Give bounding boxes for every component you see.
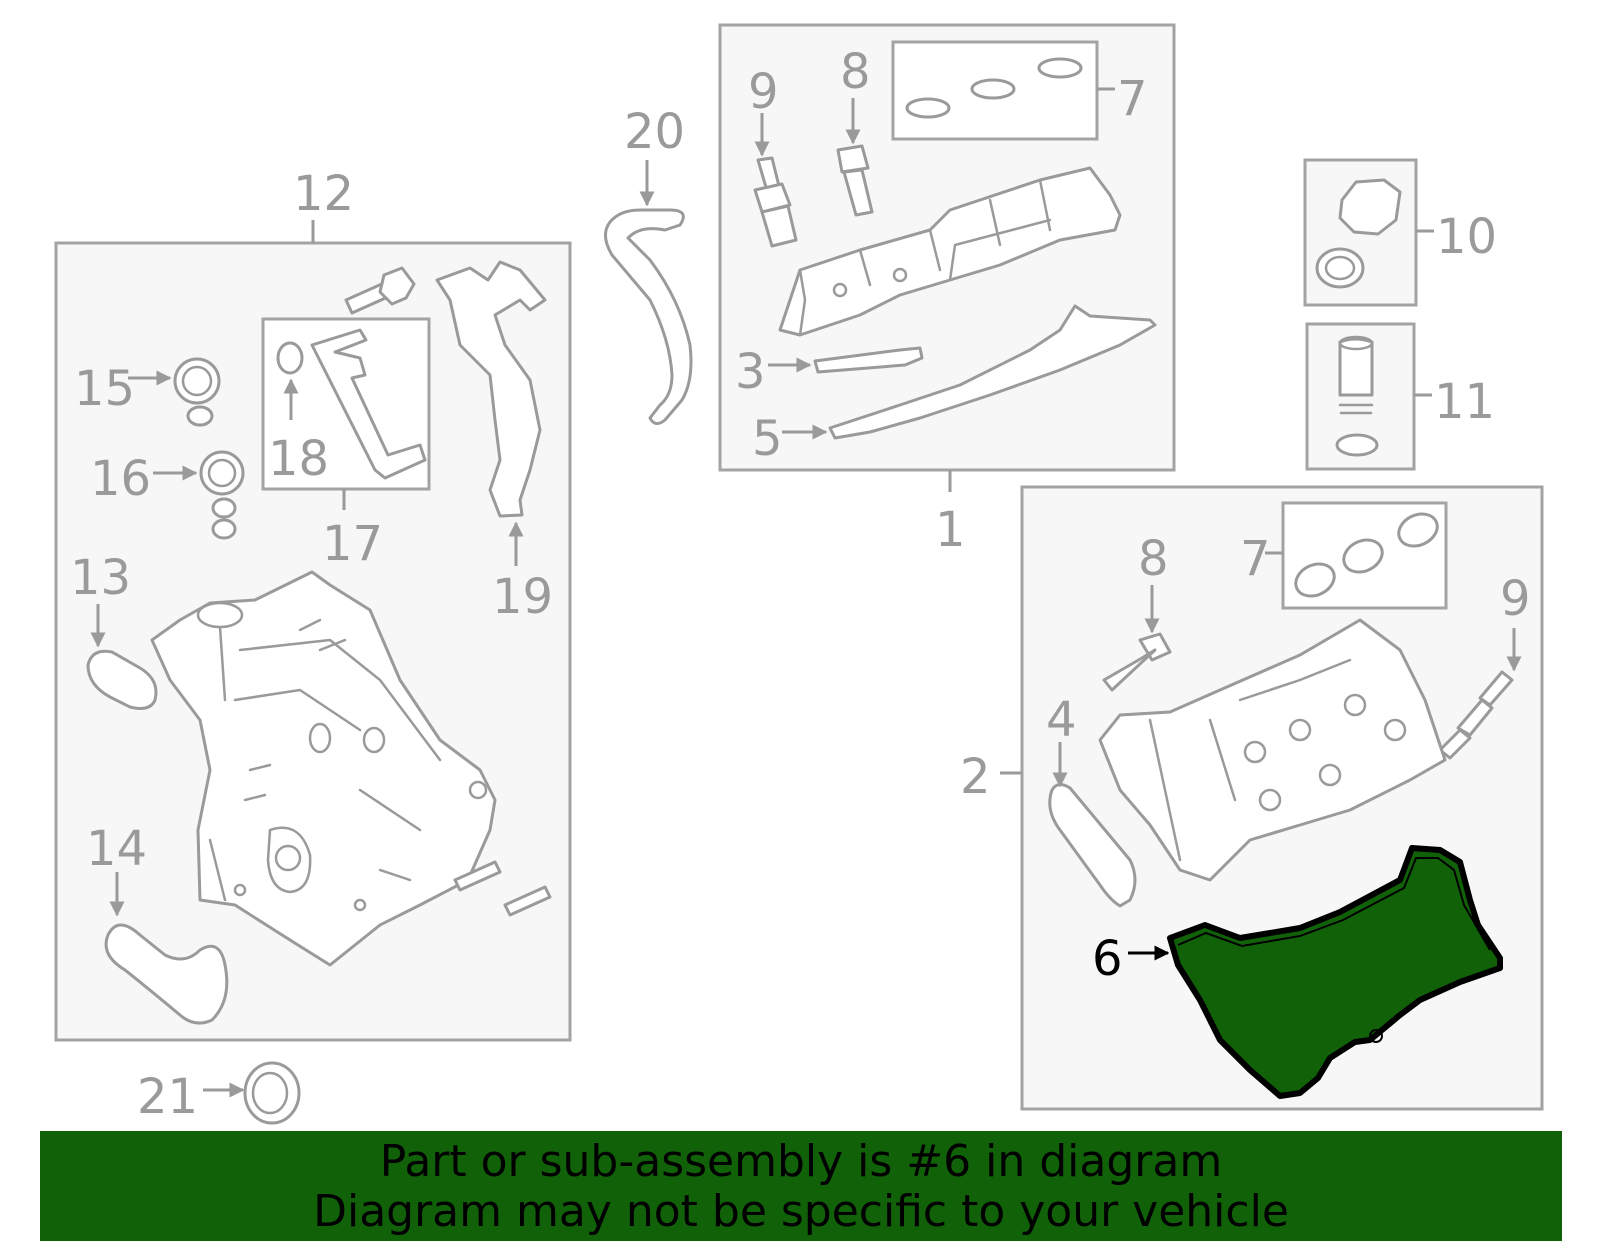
part-9-right xyxy=(1438,670,1514,760)
part-5-gasket xyxy=(828,304,1157,440)
callout-2: 2 xyxy=(960,749,991,805)
part-6-gasket-highlighted xyxy=(1167,845,1503,1099)
callout-21: 21 xyxy=(137,1069,198,1125)
callout-5: 5 xyxy=(752,411,783,467)
dowel-pins xyxy=(453,860,552,917)
part-7-seals-top xyxy=(905,57,1083,119)
part-8-right xyxy=(1102,632,1172,692)
part-16-seal xyxy=(199,450,245,540)
part-8-top xyxy=(836,144,874,217)
part-14-seal xyxy=(104,923,229,1025)
callout-8-right: 8 xyxy=(1138,531,1169,587)
part-7-seals-right xyxy=(1294,512,1439,598)
callout-1: 1 xyxy=(935,502,966,558)
info-banner: Part or sub-assembly is #6 in diagram Di… xyxy=(40,1131,1562,1241)
valve-cover-rh xyxy=(778,166,1122,337)
callout-8-top: 8 xyxy=(840,44,871,100)
callout-12: 12 xyxy=(293,166,354,222)
part-21-seal xyxy=(243,1061,301,1125)
timing-cover xyxy=(150,570,497,967)
callout-18: 18 xyxy=(268,431,329,487)
callout-15: 15 xyxy=(74,361,135,417)
part-20-hose xyxy=(604,208,693,425)
valve-cover-lh xyxy=(1098,618,1447,882)
part-13-gasket xyxy=(86,649,158,710)
callout-20: 20 xyxy=(624,104,685,160)
callout-9-right: 9 xyxy=(1500,571,1531,627)
callout-19: 19 xyxy=(492,569,553,625)
callout-6: 6 xyxy=(1092,931,1123,987)
callout-7-top: 7 xyxy=(1117,71,1148,127)
callout-14: 14 xyxy=(86,821,147,877)
part-19-gasket xyxy=(435,260,547,518)
callout-11: 11 xyxy=(1434,374,1495,430)
part-3-gasket xyxy=(813,346,924,374)
part-17-tube xyxy=(310,328,427,480)
timing-cover-bolt xyxy=(344,266,416,315)
callout-9-top: 9 xyxy=(748,64,779,120)
part-11-filler-tube xyxy=(1335,335,1379,457)
part-18-oring xyxy=(276,341,304,375)
callout-10: 10 xyxy=(1436,209,1497,265)
part-9-top xyxy=(753,156,798,248)
part-10-oil-cap xyxy=(1315,178,1402,289)
callout-3: 3 xyxy=(735,344,766,400)
callout-13: 13 xyxy=(70,550,131,606)
callout-16: 16 xyxy=(90,451,151,507)
callout-17: 17 xyxy=(322,516,383,572)
callout-4: 4 xyxy=(1046,692,1077,748)
callout-7-right: 7 xyxy=(1240,531,1271,587)
banner-line-2: Diagram may not be specific to your vehi… xyxy=(313,1186,1289,1237)
banner-line-1: Part or sub-assembly is #6 in diagram xyxy=(379,1136,1223,1187)
part-15-seal xyxy=(173,357,221,427)
